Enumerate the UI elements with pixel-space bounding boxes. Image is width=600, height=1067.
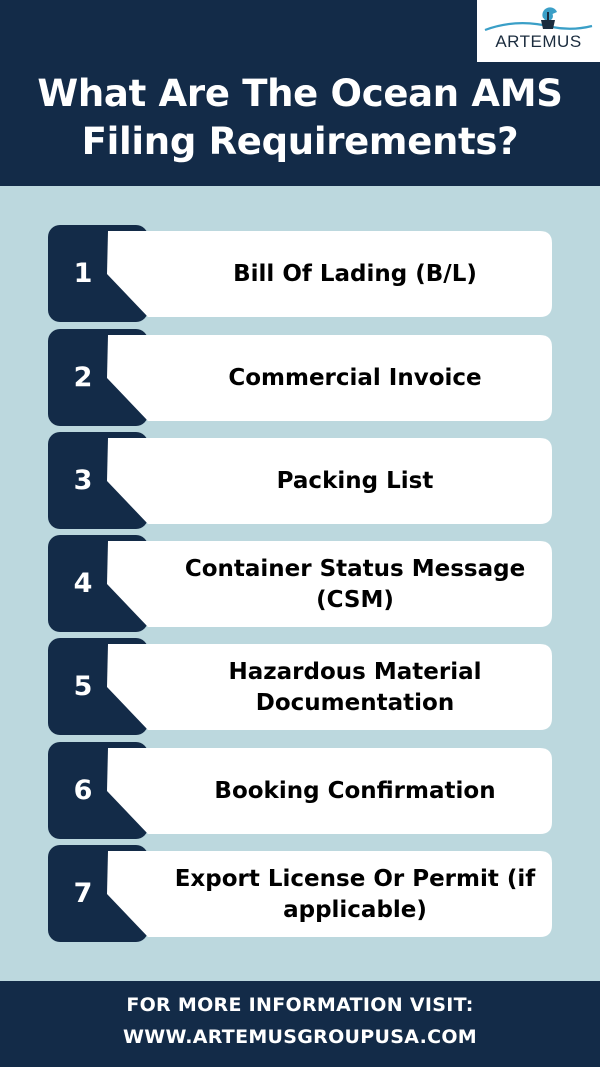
title-line-1: What Are The Ocean AMS: [37, 72, 563, 115]
requirement-number: 4: [73, 568, 93, 599]
footer-cta-text: FOR MORE INFORMATION VISIT:: [126, 994, 474, 1016]
website-link[interactable]: WWW.ARTEMUSGROUPUSA.COM: [122, 1026, 477, 1048]
requirement-label: Booking Confirmation: [214, 778, 496, 804]
requirement-card: [48, 742, 552, 839]
ship-wave-logo-icon: [484, 7, 593, 32]
requirement-number: 2: [73, 362, 93, 393]
requirement-number: 1: [73, 258, 93, 289]
artemus-logo[interactable]: ARTEMUS: [477, 0, 600, 62]
requirement-number: 5: [73, 671, 93, 702]
requirement-card: [48, 845, 552, 942]
requirement-label: Bill Of Lading (B/L): [233, 261, 477, 287]
requirement-number: 3: [73, 465, 93, 496]
footer-banner: FOR MORE INFORMATION VISIT: WWW.ARTEMUSG…: [0, 981, 600, 1067]
requirement-item: 5 Hazardous Material Documentation: [48, 638, 552, 735]
page-title: What Are The Ocean AMS Filing Requiremen…: [0, 70, 600, 166]
requirement-label: Container Status Message (CSM): [184, 555, 526, 613]
logo-brand-text: ARTEMUS: [495, 32, 582, 51]
requirement-item: 7 Export License Or Permit (if applicabl…: [48, 845, 552, 942]
requirement-card: [48, 329, 552, 426]
requirement-item: 1 Bill Of Lading (B/L): [48, 225, 552, 322]
requirement-number: 7: [73, 878, 93, 909]
requirement-label: Commercial Invoice: [228, 365, 482, 391]
requirement-number: 6: [73, 775, 93, 806]
title-line-2: Filing Requirements?: [81, 120, 519, 163]
requirement-item: 2 Commercial Invoice: [48, 329, 552, 426]
requirement-label: Export License Or Permit (if applicable): [174, 865, 536, 923]
requirement-item: 6 Booking Confirmation: [48, 742, 552, 839]
requirement-label: Packing List: [276, 468, 434, 494]
requirement-card: [48, 638, 552, 735]
requirement-card: [48, 535, 552, 632]
requirement-label: Hazardous Material Documentation: [228, 658, 482, 716]
requirement-card: [48, 432, 552, 529]
requirement-item: 3 Packing List: [48, 432, 552, 529]
requirement-card: [48, 225, 552, 322]
requirement-item: 4 Container Status Message (CSM): [48, 535, 552, 632]
header-banner: ARTEMUS What Are The Ocean AMS Filing Re…: [0, 0, 600, 186]
